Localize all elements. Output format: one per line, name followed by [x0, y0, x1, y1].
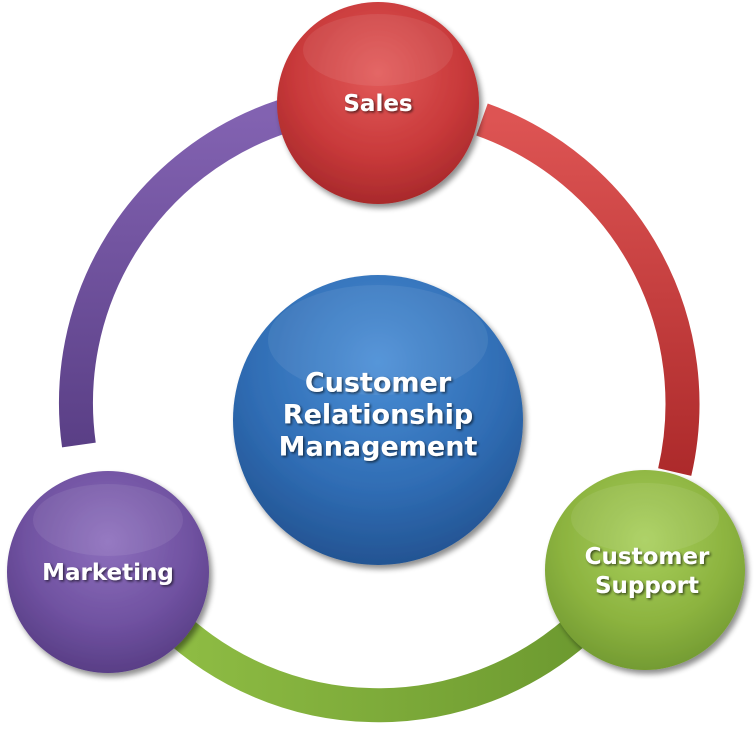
arc-support-to-marketing	[158, 609, 589, 723]
arc-sales-to-support	[476, 103, 700, 476]
sales-node-label: Sales	[343, 91, 412, 117]
customer-support-node-label-line1: Customer	[585, 544, 710, 570]
customer-support-node-label-line2: Support	[595, 573, 699, 599]
center-node-label-line3: Management	[279, 432, 478, 463]
customer-support-node	[545, 470, 745, 670]
center-node-label-line1: Customer	[305, 368, 452, 399]
marketing-node	[7, 471, 209, 673]
sales-node	[277, 2, 479, 204]
arc-marketing-to-sales	[58, 100, 289, 448]
center-node-label-line2: Relationship	[283, 400, 473, 431]
center-node	[233, 275, 523, 565]
marketing-node-label: Marketing	[42, 560, 174, 586]
